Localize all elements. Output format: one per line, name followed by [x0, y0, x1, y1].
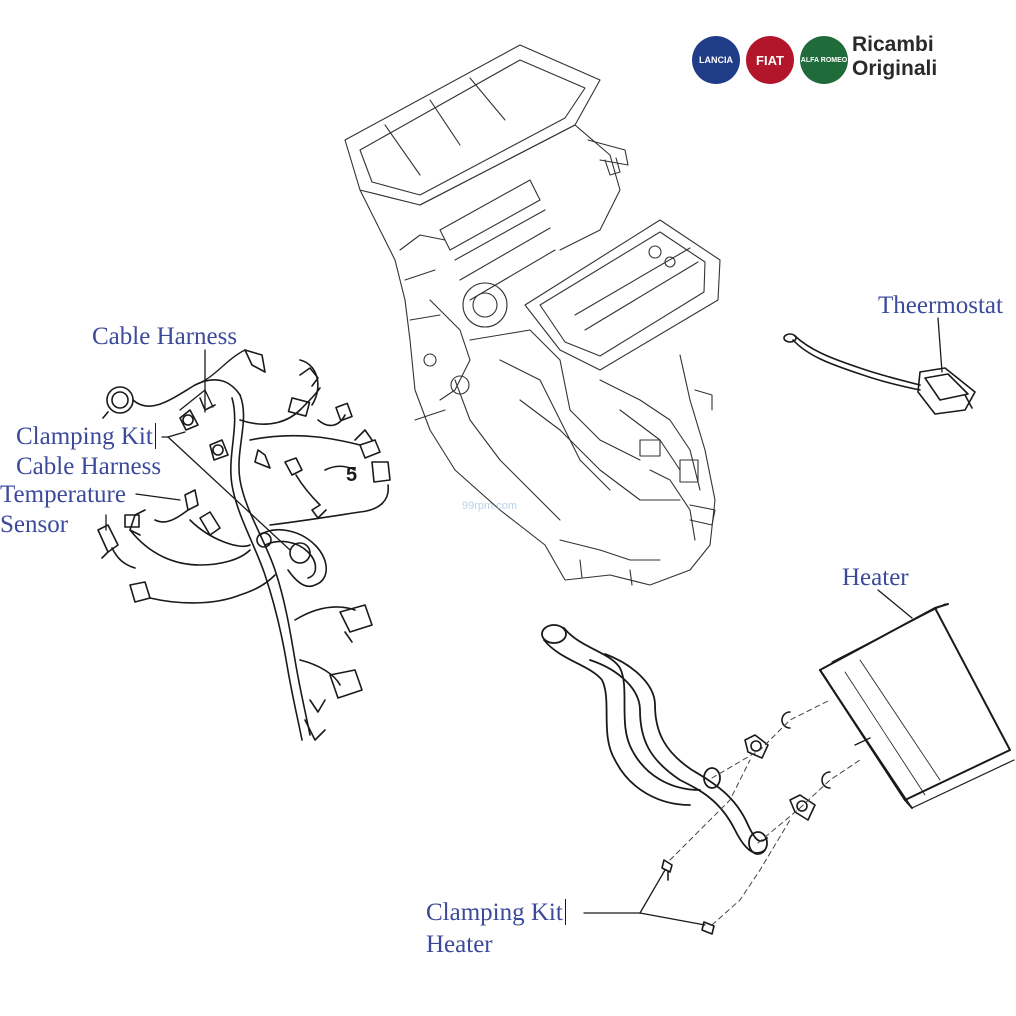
label-heater: Heater	[842, 564, 909, 591]
label-clamping-kit-cable-harness: Cable Harness	[16, 453, 162, 480]
label-clamping-kit-cable: Clamping Kit	[16, 422, 156, 451]
brand-line-2: Originali	[852, 57, 938, 80]
label-clamping-kit-heater-bar	[564, 899, 566, 925]
lancia-logo: LANCIA	[692, 36, 740, 84]
label-clamping-kit-heater: Clamping Kit	[426, 898, 566, 927]
label-clamping-kit-cable-line1: Clamping Kit	[16, 423, 153, 450]
alfa-romeo-logo: ALFA ROMEO	[800, 36, 848, 84]
brand-text: Ricambi Originali	[852, 33, 937, 81]
cable-harness	[97, 349, 391, 741]
alfa-romeo-logo-text: ALFA ROMEO	[800, 56, 848, 64]
seals	[744, 711, 831, 821]
brand-line-1: Ricambi	[852, 33, 934, 56]
heater-pipes	[541, 624, 768, 855]
label-clamping-kit-cable-bar	[154, 423, 156, 449]
assembly-guides	[669, 699, 861, 926]
watermark: 99rpm.com	[462, 500, 518, 512]
thermostat-part	[783, 333, 976, 415]
label-thermostat: Theermostat	[878, 292, 1003, 319]
heater-core	[819, 603, 1015, 809]
screws	[661, 859, 715, 935]
label-clamping-kit-heater-name: Heater	[426, 931, 493, 958]
leader-lines	[105, 317, 943, 926]
callout-number: 5	[346, 464, 358, 486]
fiat-logo-text: FIAT	[756, 52, 784, 68]
hvac-housing	[344, 44, 721, 586]
label-cable-harness: Cable Harness	[92, 323, 238, 350]
label-temperature: Temperature	[0, 481, 126, 508]
label-clamping-kit-heater-line1: Clamping Kit	[426, 899, 563, 926]
fiat-logo: FIAT	[746, 36, 794, 84]
lancia-logo-text: LANCIA	[699, 55, 733, 65]
label-temperature-sensor: Sensor	[0, 511, 69, 538]
